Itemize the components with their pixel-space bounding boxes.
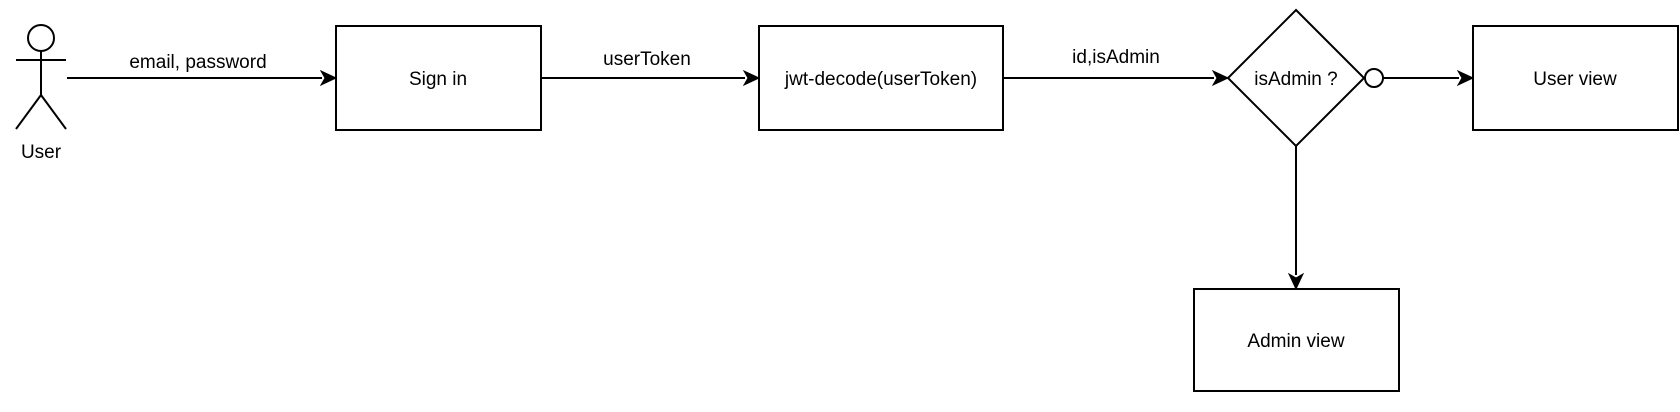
edge-claims: id,isAdmin (1003, 47, 1230, 87)
actor-right-leg (40, 94, 67, 130)
edge-to-user-view-arrowhead (1456, 69, 1475, 87)
edge-token-label: userToken (603, 49, 691, 70)
admin-view-label: Admin view (1247, 331, 1344, 352)
node-user-view: User view (1472, 25, 1679, 131)
edge-credentials: email, password (67, 52, 338, 87)
user-view-box (1472, 25, 1679, 131)
edge-to-user-view (1364, 68, 1475, 88)
user-view-label: User view (1533, 69, 1617, 90)
user-actor: User (15, 24, 67, 163)
edge-credentials-label: email, password (129, 52, 266, 73)
edge-to-admin-view-arrowhead (1287, 272, 1305, 291)
edge-token-arrowhead (742, 69, 761, 87)
edge-to-user-view-circle (1364, 68, 1384, 88)
edge-token: userToken (541, 49, 761, 87)
admin-view-box (1193, 288, 1400, 392)
edge-to-admin-view (1287, 146, 1305, 291)
jwt-decode-label: jwt-decode(userToken) (784, 69, 977, 90)
node-jwt-decode: jwt-decode(userToken) (758, 25, 1004, 131)
actor-label: User (21, 142, 62, 163)
actor-left-leg (15, 94, 42, 130)
edge-claims-label: id,isAdmin (1072, 47, 1160, 68)
node-sign-in: Sign in (335, 25, 542, 131)
node-decision: isAdmin ? (1226, 8, 1366, 148)
sign-in-box (335, 25, 542, 131)
edge-claims-arrowhead (1211, 69, 1230, 87)
actor-head (27, 24, 55, 52)
jwt-decode-box (758, 25, 1004, 131)
node-admin-view: Admin view (1193, 288, 1400, 392)
edge-credentials-arrowhead (319, 69, 338, 87)
decision-label: isAdmin ? (1254, 69, 1337, 90)
sign-in-label: Sign in (409, 69, 467, 90)
